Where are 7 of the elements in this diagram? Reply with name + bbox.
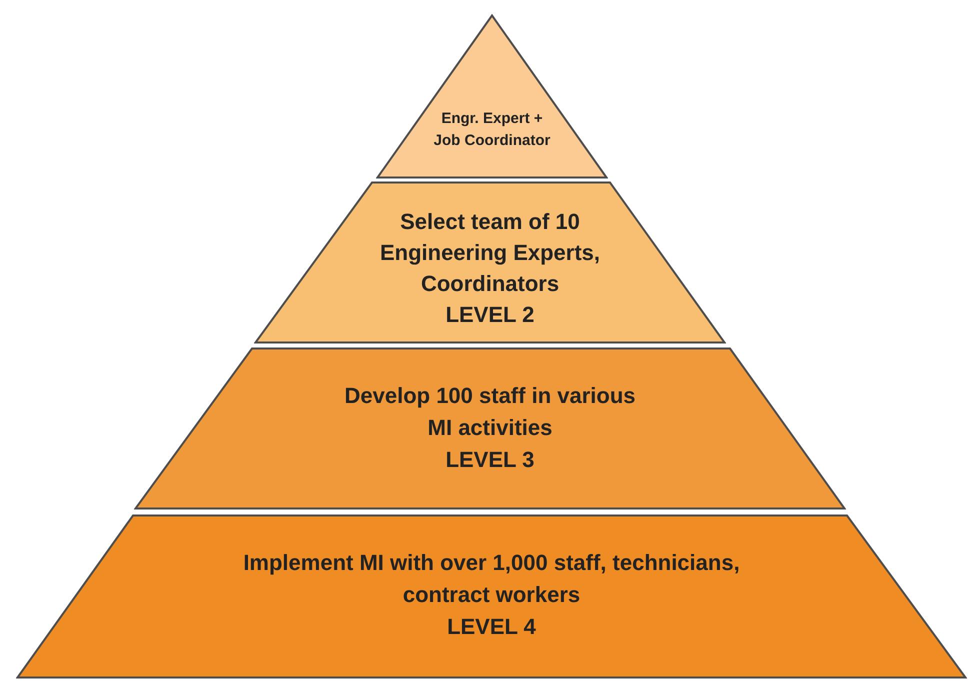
tier-description: Engr. Expert + Job Coordinator (432, 109, 552, 151)
tier-description: Develop 100 staff in various MI activities (344, 382, 636, 442)
tier-description: Implement MI with over 1,000 staff, technicians, contract workers (242, 549, 741, 609)
tier-description: Select team of 10 Engineering Experts, Coordinators (378, 208, 602, 298)
level-label: LEVEL 3 (446, 446, 534, 474)
level-label: LEVEL 4 (447, 613, 536, 641)
level-label: LEVEL 2 (446, 301, 534, 329)
